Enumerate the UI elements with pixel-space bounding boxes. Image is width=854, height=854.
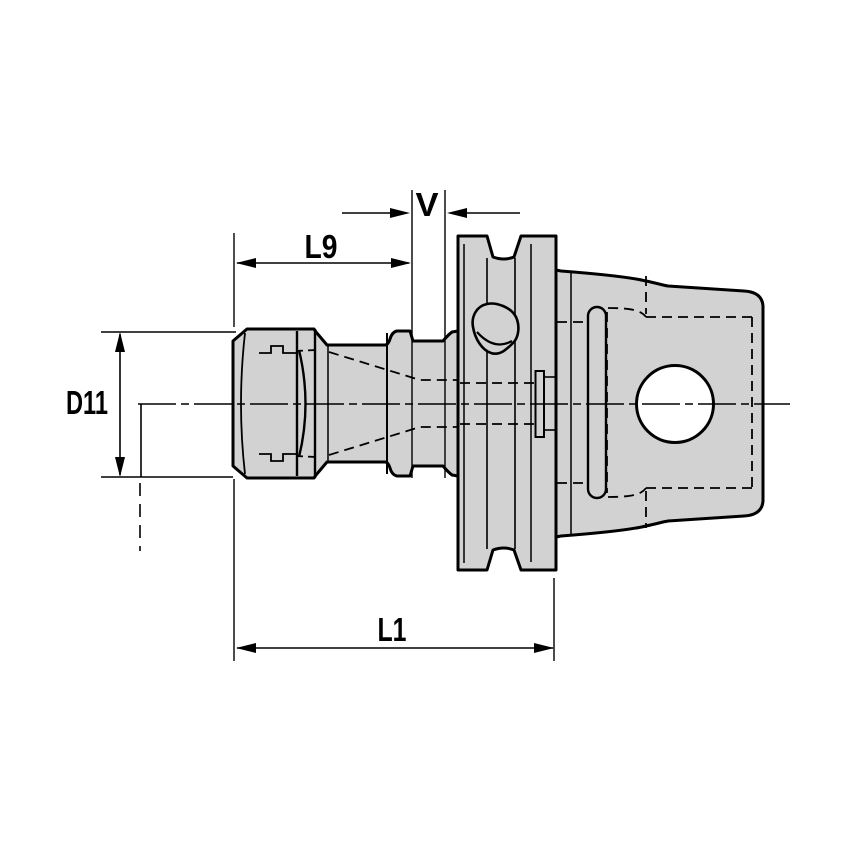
l1-arrowhead-right	[534, 643, 554, 653]
nut-slit-hidden-top	[295, 349, 317, 352]
v-arrowhead-right	[447, 208, 467, 218]
flange-notch-blob	[471, 302, 520, 355]
dimension-label-v: V	[416, 186, 439, 223]
l1-arrowhead-left	[236, 643, 256, 653]
dimension-l9	[233, 233, 409, 327]
l9-arrowhead-left	[236, 258, 256, 268]
l9-arrowhead-right	[391, 258, 411, 268]
d11-arrowhead-bottom	[115, 457, 125, 477]
body-hidden-top-corner	[607, 307, 647, 318]
nut-slit-hidden-bottom	[295, 455, 317, 458]
flange-notch-fold	[476, 331, 513, 346]
part-silhouette	[231, 234, 765, 572]
v-arrowhead-left	[390, 208, 410, 218]
body-hidden-bottom-corner	[607, 487, 647, 498]
collet-taper-hidden-bottom	[328, 426, 459, 456]
drive-slot	[586, 305, 608, 500]
nut-slit-bottom	[259, 453, 296, 462]
collet-nose-arc	[297, 349, 307, 458]
d11-arrowhead-top	[115, 332, 125, 352]
dimension-label-l9: L9	[305, 228, 338, 265]
dimension-l1	[233, 479, 555, 661]
dimension-label-l1: L1	[378, 611, 407, 648]
dimension-label-d11: D11	[66, 384, 108, 421]
dimension-v	[342, 190, 520, 478]
dimension-d11	[101, 331, 236, 478]
collet-taper-hidden-top	[328, 351, 459, 381]
nut-slit-top	[259, 345, 296, 354]
